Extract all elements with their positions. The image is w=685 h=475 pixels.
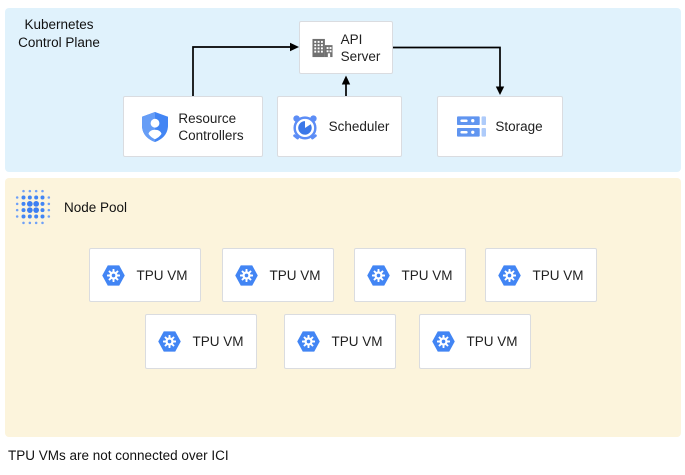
tpu-vm-label: TPU VM bbox=[136, 267, 188, 283]
resource-controllers-label-line2: Controllers bbox=[178, 127, 244, 143]
scheduler-label: Scheduler bbox=[328, 119, 390, 134]
control-plane-title-line2: Control Plane bbox=[18, 35, 100, 50]
alarm-clock-icon bbox=[290, 112, 320, 142]
control-plane-title-line1: Kubernetes bbox=[24, 17, 94, 32]
api-server-label: API Server bbox=[341, 31, 381, 65]
tpu-vm-label: TPU VM bbox=[466, 334, 518, 349]
tpu-vm-label: TPU VM bbox=[532, 267, 584, 283]
resource-controllers-label-line1: Resource bbox=[178, 110, 237, 126]
api-server-node: API Server bbox=[299, 21, 393, 74]
diagram-caption: TPU VMs are not connected over ICI bbox=[8, 448, 229, 463]
storage-label: Storage bbox=[495, 119, 543, 134]
building-icon bbox=[312, 38, 333, 58]
tpu-vm-node: TPU VM bbox=[354, 248, 466, 302]
resource-controllers-node: Resource Controllers bbox=[123, 96, 263, 157]
compute-hexagon-gear-icon bbox=[498, 264, 522, 286]
node-pool-dots-icon bbox=[14, 188, 52, 226]
control-plane-title: Kubernetes Control Plane bbox=[9, 16, 109, 52]
tpu-vm-node: TPU VM bbox=[284, 314, 396, 369]
compute-hexagon-gear-icon bbox=[432, 331, 456, 352]
tpu-vm-label: TPU VM bbox=[269, 267, 321, 283]
compute-hexagon-gear-icon bbox=[102, 264, 126, 286]
storage-node: Storage bbox=[437, 96, 563, 157]
tpu-vm-node: TPU VM bbox=[222, 248, 334, 302]
resource-controllers-label: Resource Controllers bbox=[178, 110, 243, 144]
node-pool-label: Node Pool bbox=[64, 199, 128, 215]
tpu-vm-node: TPU VM bbox=[485, 248, 597, 302]
tpu-vm-node: TPU VM bbox=[145, 314, 257, 369]
node-pool-section bbox=[5, 178, 681, 437]
tpu-vm-label: TPU VM bbox=[401, 267, 453, 283]
storage-stack-icon bbox=[457, 112, 487, 141]
compute-hexagon-gear-icon bbox=[158, 331, 182, 352]
tpu-vm-node: TPU VM bbox=[419, 314, 531, 369]
tpu-vm-label: TPU VM bbox=[331, 334, 383, 349]
api-server-label-line2: Server bbox=[340, 48, 381, 64]
tpu-vm-node: TPU VM bbox=[89, 248, 201, 302]
scheduler-node: Scheduler bbox=[277, 96, 402, 157]
shield-user-icon bbox=[142, 111, 169, 142]
compute-hexagon-gear-icon bbox=[235, 264, 259, 286]
node-pool-header: Node Pool bbox=[14, 188, 127, 226]
tpu-vm-label: TPU VM bbox=[192, 334, 244, 349]
compute-hexagon-gear-icon bbox=[297, 331, 321, 352]
compute-hexagon-gear-icon bbox=[367, 264, 391, 286]
api-server-label-line1: API bbox=[340, 31, 363, 47]
